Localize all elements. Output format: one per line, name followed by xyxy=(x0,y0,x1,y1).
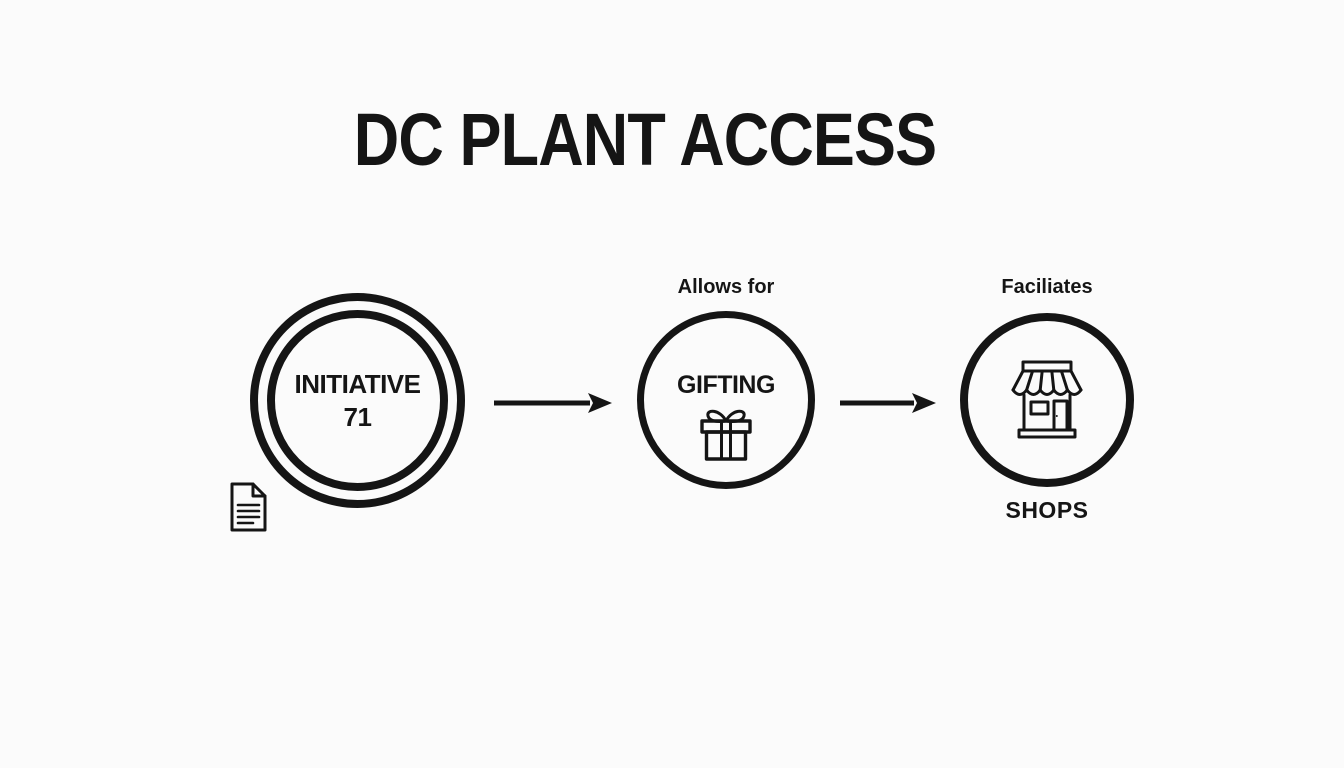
node-initiative-71: INITIATIVE 71 xyxy=(250,293,465,508)
page-title: DC PLANT ACCESS xyxy=(353,98,937,181)
node-initiative-71-label: INITIATIVE 71 xyxy=(295,368,421,433)
node-gifting: GIFTING xyxy=(637,311,815,489)
arrow-gifting-to-shops xyxy=(836,389,938,417)
node-gifting-label: GIFTING xyxy=(677,370,775,399)
edge-label-faciliates: Faciliates xyxy=(1001,276,1093,298)
node-shops xyxy=(960,313,1134,487)
node-initiative-71-label-line2: 71 xyxy=(343,401,372,432)
storefront-icon xyxy=(1011,360,1083,439)
gift-icon xyxy=(700,409,752,461)
arrow-initiative-to-gifting xyxy=(490,389,614,417)
node-shops-label: SHOPS xyxy=(1005,497,1089,523)
node-initiative-71-label-line1: INITIATIVE xyxy=(294,369,421,399)
node-initiative-71-inner-ring: INITIATIVE 71 xyxy=(267,310,448,491)
edge-label-allows-for: Allows for xyxy=(677,276,775,298)
document-icon xyxy=(227,481,269,533)
